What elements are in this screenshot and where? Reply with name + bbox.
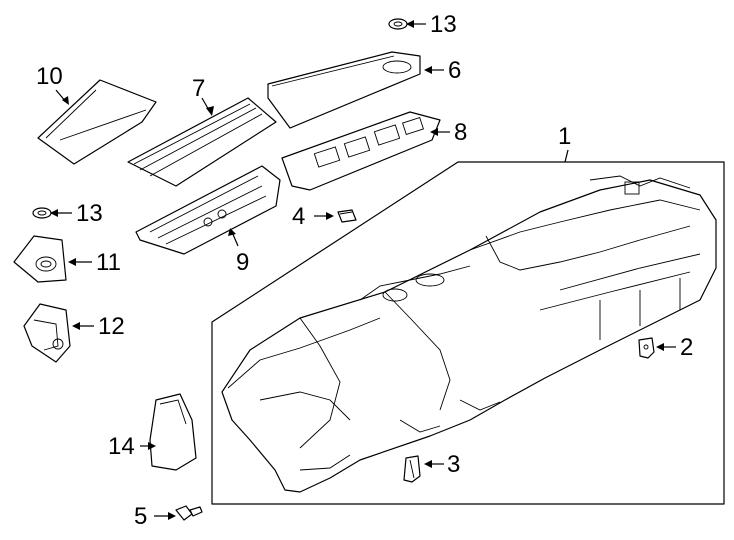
callout-14: 14 bbox=[108, 433, 135, 460]
side-panel-part-14 bbox=[149, 393, 197, 471]
assembly-frame bbox=[211, 149, 725, 505]
washer-part-13-left bbox=[32, 207, 52, 219]
callout-10: 10 bbox=[36, 63, 63, 90]
callout-11: 11 bbox=[96, 249, 121, 276]
leader-lines bbox=[50, 20, 676, 520]
callout-8: 8 bbox=[454, 119, 467, 146]
washer-part-13-top bbox=[388, 18, 408, 30]
connector-part-4 bbox=[337, 209, 357, 223]
clip-part-2 bbox=[638, 337, 655, 359]
trim-part-7 bbox=[127, 97, 277, 187]
callout-2: 2 bbox=[680, 334, 693, 361]
bracket-part-3 bbox=[403, 455, 421, 483]
vent-panel-part-8 bbox=[281, 111, 441, 191]
callout-12: 12 bbox=[98, 313, 125, 340]
callout-13-left: 13 bbox=[76, 200, 103, 227]
callout-3: 3 bbox=[447, 451, 460, 478]
callout-6: 6 bbox=[448, 57, 461, 84]
top-panel-part-6 bbox=[267, 51, 421, 129]
screw-part-5 bbox=[175, 505, 203, 521]
callout-5: 5 bbox=[134, 503, 147, 530]
callout-labels: 1 2 3 4 5 6 7 8 9 10 11 12 13 13 14 bbox=[36, 11, 693, 530]
callout-9: 9 bbox=[236, 249, 249, 276]
callout-1: 1 bbox=[558, 123, 571, 150]
callout-7: 7 bbox=[192, 75, 205, 102]
grille-panel-part-9 bbox=[135, 165, 281, 255]
bezel-part-11 bbox=[13, 235, 67, 283]
callout-13-top: 13 bbox=[430, 11, 457, 38]
instrument-panel bbox=[221, 175, 717, 493]
housing-part-12 bbox=[23, 303, 71, 363]
callout-4: 4 bbox=[292, 203, 305, 230]
cover-part-10 bbox=[37, 79, 157, 165]
